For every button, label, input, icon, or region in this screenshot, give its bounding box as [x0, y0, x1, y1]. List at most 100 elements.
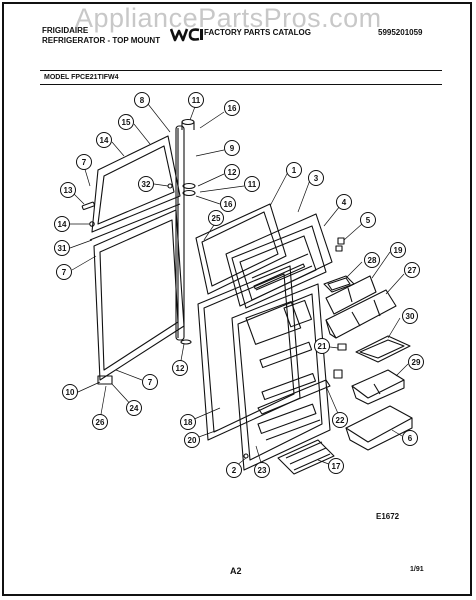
- callout-number: 7: [148, 378, 153, 387]
- shelf-clip-icon: [333, 343, 347, 379]
- model-number: MODEL FPCE21TIFW4: [44, 74, 119, 81]
- callout-number: 19: [394, 246, 403, 255]
- callout-number: 10: [66, 388, 75, 397]
- callout-30: 30: [402, 308, 418, 324]
- callout-number: 15: [122, 118, 131, 127]
- callout-13: 13: [60, 182, 76, 198]
- callout-14: 14: [96, 132, 112, 148]
- hinge-trim-strip: [175, 125, 185, 341]
- header-rule-bottom: [40, 84, 442, 85]
- callout-22: 22: [332, 412, 348, 428]
- callout-32: 32: [138, 176, 154, 192]
- callout-10: 10: [62, 384, 78, 400]
- callout-7: 7: [76, 154, 92, 170]
- callout-29: 29: [408, 354, 424, 370]
- callout-16: 16: [224, 100, 240, 116]
- callout-number: 3: [314, 174, 319, 183]
- callout-31: 31: [54, 240, 70, 256]
- callout-number: 23: [258, 466, 267, 475]
- product-category: REFRIGERATOR - TOP MOUNT: [42, 36, 161, 45]
- freezer-door-inner-frame: [97, 145, 175, 225]
- callout-7: 7: [56, 264, 72, 280]
- callout-5: 5: [360, 212, 376, 228]
- callout-6: 6: [402, 430, 418, 446]
- callout-number: 16: [228, 104, 237, 113]
- callout-number: 14: [100, 136, 109, 145]
- callout-23: 23: [254, 462, 270, 478]
- page-border: [2, 2, 472, 596]
- door-shelf-icon: [325, 289, 397, 339]
- callout-number: 4: [342, 198, 347, 207]
- callout-27: 27: [404, 262, 420, 278]
- screw-icon: [243, 453, 249, 459]
- watermark-text: AppliancePartsPros.com: [75, 3, 382, 33]
- callout-26: 26: [92, 414, 108, 430]
- bottom-hinge-icon: [97, 339, 192, 385]
- callout-number: 18: [184, 418, 193, 427]
- callout-number: 25: [212, 214, 221, 223]
- door-handle-screw-icon: [81, 201, 95, 211]
- callout-number: 13: [64, 186, 73, 195]
- dairy-bin-icon: [325, 275, 377, 315]
- callout-number: 11: [248, 180, 257, 189]
- callout-18: 18: [180, 414, 196, 430]
- callout-28: 28: [364, 252, 380, 268]
- callout-9: 9: [224, 140, 240, 156]
- door-bin-large-icon: [345, 405, 413, 451]
- door-rack-clip-icon: [335, 237, 345, 252]
- callout-17: 17: [328, 458, 344, 474]
- callout-number: 5: [366, 216, 371, 225]
- callout-number: 26: [96, 418, 105, 427]
- callout-4: 4: [336, 194, 352, 210]
- callout-number: 7: [82, 158, 87, 167]
- callout-number: 21: [318, 342, 327, 351]
- wci-logo-icon: [170, 28, 203, 42]
- dairy-compartment-door-icon: [323, 275, 355, 293]
- catalog-title: FACTORY PARTS CATALOG: [204, 28, 311, 37]
- callout-number: 17: [332, 462, 341, 471]
- callout-11: 11: [244, 176, 260, 192]
- callout-number: 30: [406, 312, 415, 321]
- callout-number: 9: [230, 144, 235, 153]
- callout-24: 24: [126, 400, 142, 416]
- callout-21: 21: [314, 338, 330, 354]
- callout-number: 11: [192, 96, 201, 105]
- revision-date: 1/91: [410, 566, 424, 573]
- callout-number: 28: [368, 256, 377, 265]
- callout-11: 11: [188, 92, 204, 108]
- callout-number: 6: [408, 434, 413, 443]
- butter-cover-icon: [355, 335, 411, 363]
- callout-number: 29: [412, 358, 421, 367]
- freezer-door-gasket: [195, 203, 287, 295]
- fresh-food-door-inner-frame: [99, 219, 179, 371]
- callout-16: 16: [220, 196, 236, 212]
- callout-number: 8: [140, 96, 145, 105]
- callout-7: 7: [142, 374, 158, 390]
- top-hinge-pin-icon: [181, 118, 195, 130]
- callout-number: 14: [58, 220, 67, 229]
- callout-3: 3: [308, 170, 324, 186]
- header-rule-top: [40, 70, 442, 71]
- callout-8: 8: [134, 92, 150, 108]
- callout-12: 12: [172, 360, 188, 376]
- center-hinge-spacer-icon: [182, 182, 196, 197]
- callout-number: 32: [142, 180, 151, 189]
- egg-tray-icon: [277, 439, 335, 475]
- callout-25: 25: [208, 210, 224, 226]
- callout-19: 19: [390, 242, 406, 258]
- figure-code: E1672: [376, 512, 400, 521]
- callout-number: 12: [228, 168, 237, 177]
- callout-number: 16: [224, 200, 233, 209]
- callout-number: 1: [292, 166, 297, 175]
- callout-2: 2: [226, 462, 242, 478]
- callout-14: 14: [54, 216, 70, 232]
- fresh-food-door-liner: [231, 283, 331, 471]
- callout-number: 12: [176, 364, 185, 373]
- callout-12: 12: [224, 164, 240, 180]
- catalog-number: 5995201059: [378, 28, 423, 37]
- fresh-food-door-outer-frame: [93, 209, 185, 381]
- callout-number: 27: [408, 266, 417, 275]
- brand-name: FRIGIDAIRE: [42, 26, 89, 35]
